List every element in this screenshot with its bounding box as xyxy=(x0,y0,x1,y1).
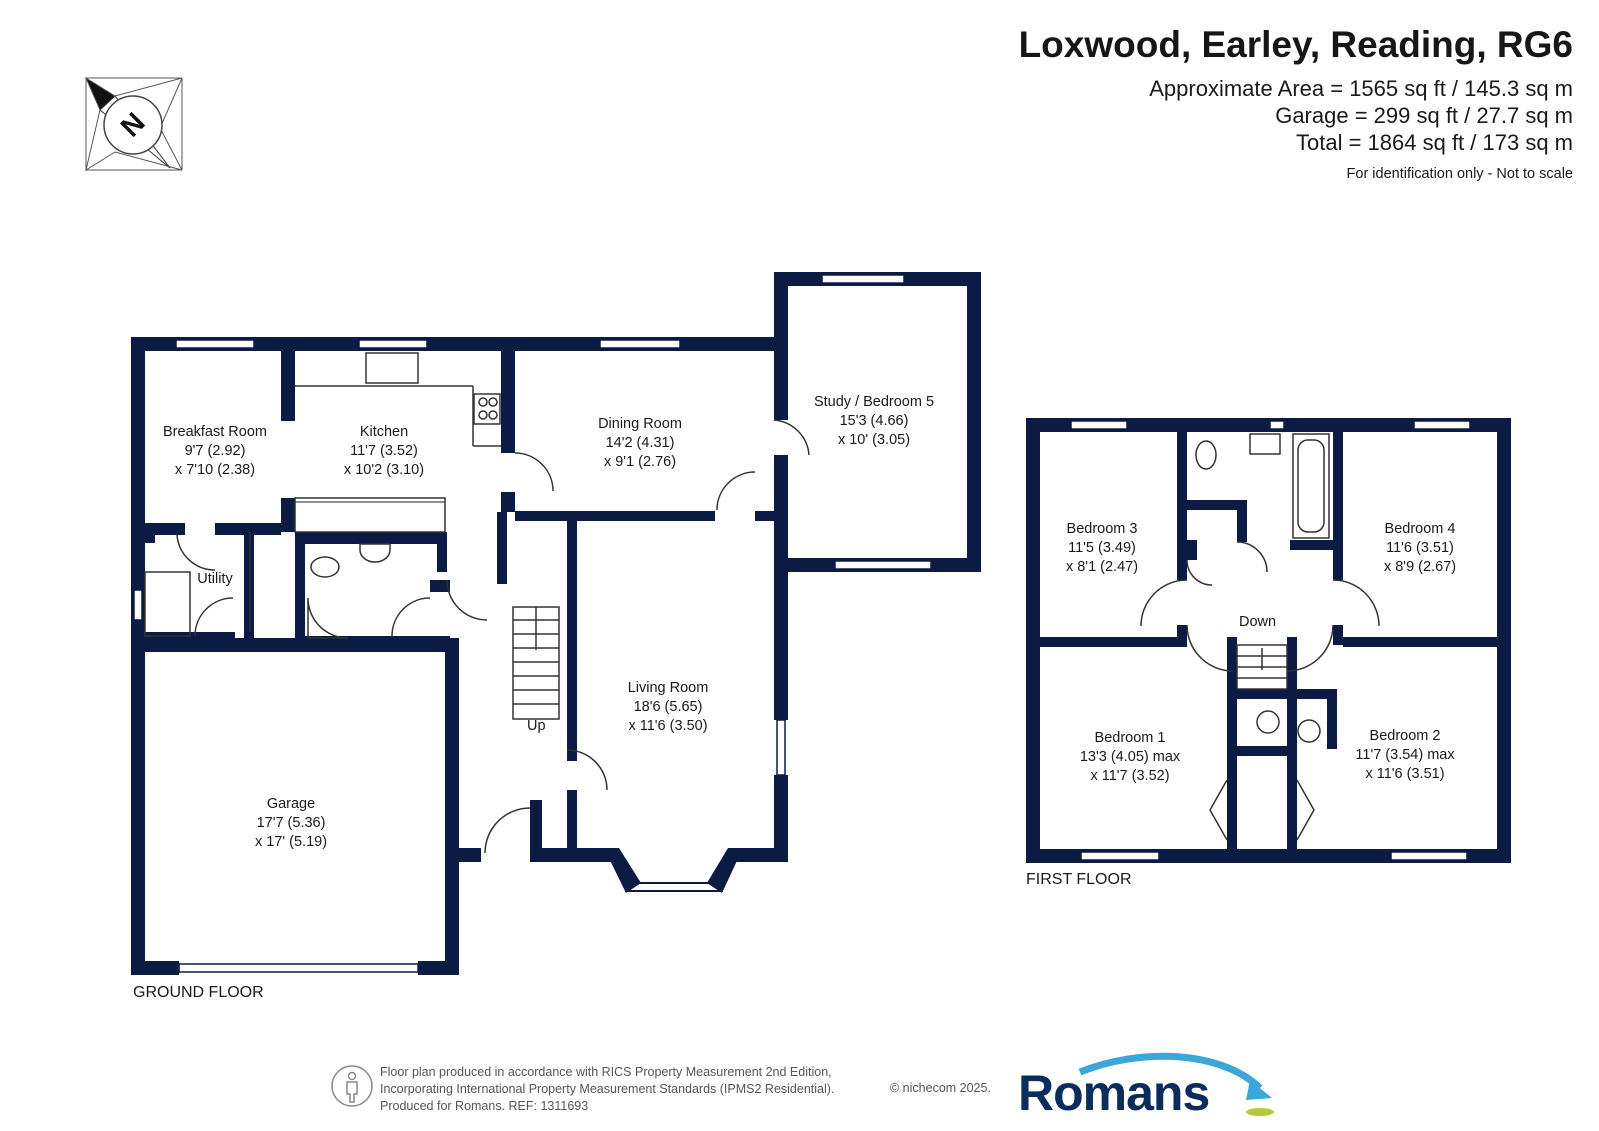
footer-line: Floor plan produced in accordance with R… xyxy=(380,1065,832,1079)
ground-floor-label: GROUND FLOOR xyxy=(133,984,264,1001)
room-dimension-breakfast: x 7'10 (2.38) xyxy=(175,462,255,478)
room-name-kitchen: Kitchen xyxy=(360,424,408,440)
room-dimension-bed4: x 8'9 (2.67) xyxy=(1384,559,1456,575)
room-name-garage: Garage xyxy=(267,796,315,812)
room-name-utility: Utility xyxy=(197,571,233,587)
room-name-bed3: Bedroom 3 xyxy=(1067,521,1138,537)
room-dimension-bed3: x 8'1 (2.47) xyxy=(1066,559,1138,575)
room-name-living: Living Room xyxy=(628,680,709,696)
identification-note: For identification only - Not to scale xyxy=(1346,166,1573,182)
first-floor-walls xyxy=(1026,418,1511,863)
footer-line: Produced for Romans. REF: 1311693 xyxy=(380,1099,589,1113)
room-name-study: Study / Bedroom 5 xyxy=(814,394,934,410)
room-name-breakfast: Breakfast Room xyxy=(163,424,267,440)
copyright-text: © nichecom 2025. xyxy=(890,1081,991,1095)
ground-floor-walls xyxy=(131,272,981,975)
stairs-down-label: Down xyxy=(1239,614,1276,630)
first-floor-windows xyxy=(1070,420,1471,861)
room-dimension-garage: 17'7 (5.36) xyxy=(257,815,326,831)
first-floor-label: FIRST FLOOR xyxy=(1026,871,1132,888)
room-dimension-dining: x 9'1 (2.76) xyxy=(604,454,676,470)
room-dimension-dining: 14'2 (4.31) xyxy=(606,435,675,451)
room-name-bed2: Bedroom 2 xyxy=(1370,728,1441,744)
kitchen-fixtures xyxy=(144,352,810,854)
ground-floor-windows xyxy=(133,274,932,973)
room-labels: Breakfast Room 9'7 (2.92) x 7'10 (2.38) Kit… xyxy=(163,394,1456,850)
room-dimension-living: x 11'6 (3.50) xyxy=(628,718,707,734)
brand-logo: Romans xyxy=(1018,1065,1210,1121)
compass-icon: N xyxy=(84,77,183,171)
total-area: Total = 1864 sq ft / 173 sq m xyxy=(1296,130,1573,155)
room-dimension-bed3: 11'5 (3.49) xyxy=(1068,540,1136,556)
room-name-bed4: Bedroom 4 xyxy=(1385,521,1456,537)
room-dimension-bed1: x 11'7 (3.52) xyxy=(1090,768,1169,784)
stairs-up-label: Up xyxy=(527,718,546,734)
first-floor-fixtures xyxy=(1140,433,1380,841)
room-dimension-bed2: 11'7 (3.54) max xyxy=(1355,747,1455,763)
footer-disclaimer: Floor plan produced in accordance with R… xyxy=(380,1064,834,1115)
room-dimension-bed1: 13'3 (4.05) max xyxy=(1080,749,1181,765)
footer-line: Incorporating International Property Mea… xyxy=(380,1082,835,1096)
room-dimension-study: x 10' (3.05) xyxy=(838,432,910,448)
room-dimension-kitchen: x 10'2 (3.10) xyxy=(344,462,424,478)
room-dimension-study: 15'3 (4.66) xyxy=(840,413,909,429)
room-dimension-garage: x 17' (5.19) xyxy=(255,834,327,850)
room-dimension-kitchen: 11'7 (3.52) xyxy=(350,443,418,459)
garage-area: Garage = 299 sq ft / 27.7 sq m xyxy=(1275,103,1573,128)
room-dimension-bed2: x 11'6 (3.51) xyxy=(1365,766,1444,782)
property-title: Loxwood, Earley, Reading, RG6 xyxy=(1018,24,1573,65)
person-icon xyxy=(331,1065,373,1107)
room-dimension-living: 18'6 (5.65) xyxy=(634,699,703,715)
room-name-bed1: Bedroom 1 xyxy=(1095,730,1166,746)
brand-swoosh-icon xyxy=(1078,1052,1274,1116)
approximate-area: Approximate Area = 1565 sq ft / 145.3 sq… xyxy=(1149,76,1573,101)
room-name-dining: Dining Room xyxy=(598,416,682,432)
room-dimension-breakfast: 9'7 (2.92) xyxy=(185,443,246,459)
room-dimension-bed4: 11'6 (3.51) xyxy=(1386,540,1454,556)
